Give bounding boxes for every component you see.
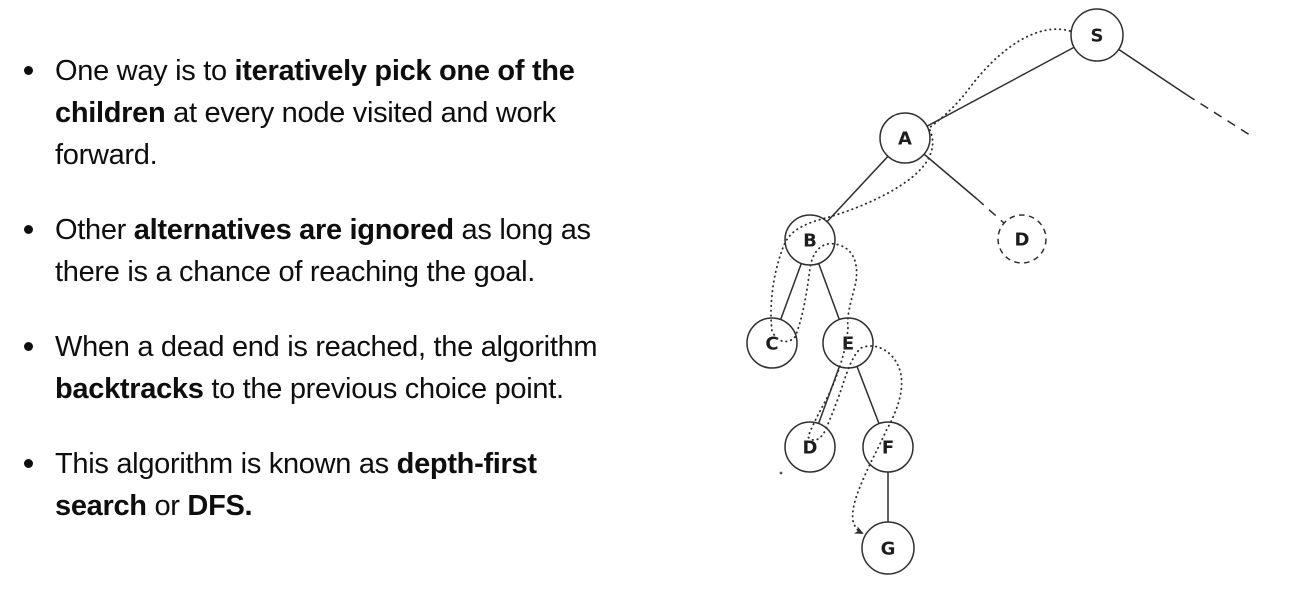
edge-S-offpage-dashed-part [1186,94,1254,138]
bullet-item: When a dead end is reached, the algorith… [0,326,710,410]
node-circle-S [1070,8,1124,62]
bullet-line: This algorithm is known as depth-first [55,443,710,485]
node-label-D_right: D [1015,230,1030,251]
bullet-list: One way is to iteratively pick one of th… [0,50,710,560]
bullet-text-segment: depth-first [396,448,537,480]
node-circle-A [879,112,931,164]
edge-S-A [904,34,1098,139]
tree-node-A: A [879,112,931,164]
bullet-line: backtracks to the previous choice point. [55,368,710,410]
bullet-text-segment: there is a chance of reaching the goal. [55,256,536,288]
node-circle-G [861,521,915,575]
bullet-line: children at every node visited and work [55,92,710,134]
bullet-line: there is a chance of reaching the goal. [55,251,710,293]
bullet-line: forward. [55,134,710,176]
bullet-dot-icon [24,66,33,75]
bullet-text-segment: or [146,490,188,522]
node-label-D_left: D [803,438,818,459]
dfs-traversal-path [770,28,1071,534]
bullet-dot-icon [24,459,33,468]
tree-node-S: S [1070,8,1124,62]
tree-node-B: B [784,214,836,266]
bullet-text-segment: forward. [55,139,158,171]
tree-node-D_left: D [784,421,836,473]
tree-node-G: G [861,521,915,575]
bullet-text-segment: One way is to [55,55,235,87]
node-label-B: B [803,231,817,252]
bullet-text-segment: to the previous choice point. [203,373,564,405]
bullet-line: Other alternatives are ignored as long a… [55,209,710,251]
stray-ink-dot [779,471,783,475]
bullet-text-segment: as long as [453,214,592,246]
bullet-text-segment: backtracks [55,373,204,405]
bullet-line: When a dead end is reached, the algorith… [55,326,710,368]
bullet-text-segment: children [55,97,166,129]
bullet-text-segment: This algorithm is known as [55,448,397,480]
bullet-text-segment: alternatives are ignored [133,214,454,246]
bullet-dot-icon [24,225,33,234]
tree-node-F: F [862,421,914,473]
bullet-text-segment: search [55,490,147,522]
node-circle-D_left [784,421,836,473]
node-label-C: C [765,334,778,355]
bullet-item: Other alternatives are ignored as long a… [0,209,710,293]
node-label-G: G [881,539,896,560]
bullet-line: search or DFS. [55,485,710,527]
bullet-text-segment: Other [55,214,134,246]
node-label-S: S [1091,26,1104,47]
tree-node-E: E [822,317,874,369]
node-label-A: A [898,129,912,150]
node-label-E: E [842,334,854,355]
node-circle-D_right [997,214,1047,264]
node-circle-F [862,421,914,473]
bullet-text-segment: iteratively pick one of the [234,55,575,87]
tree-node-C: C [746,317,798,369]
bullet-text-segment: DFS. [187,490,253,522]
tree-node-D_right: D [997,214,1047,264]
bullet-text-segment: at every node visited and work [165,97,556,129]
bullet-item: One way is to iteratively pick one of th… [0,50,710,176]
node-circle-C [746,317,798,369]
node-label-F: F [882,438,894,459]
bullet-dot-icon [24,342,33,351]
bullet-text-segment: When a dead end is reached, the algorith… [55,331,598,363]
bullet-line: One way is to iteratively pick one of th… [55,50,710,92]
